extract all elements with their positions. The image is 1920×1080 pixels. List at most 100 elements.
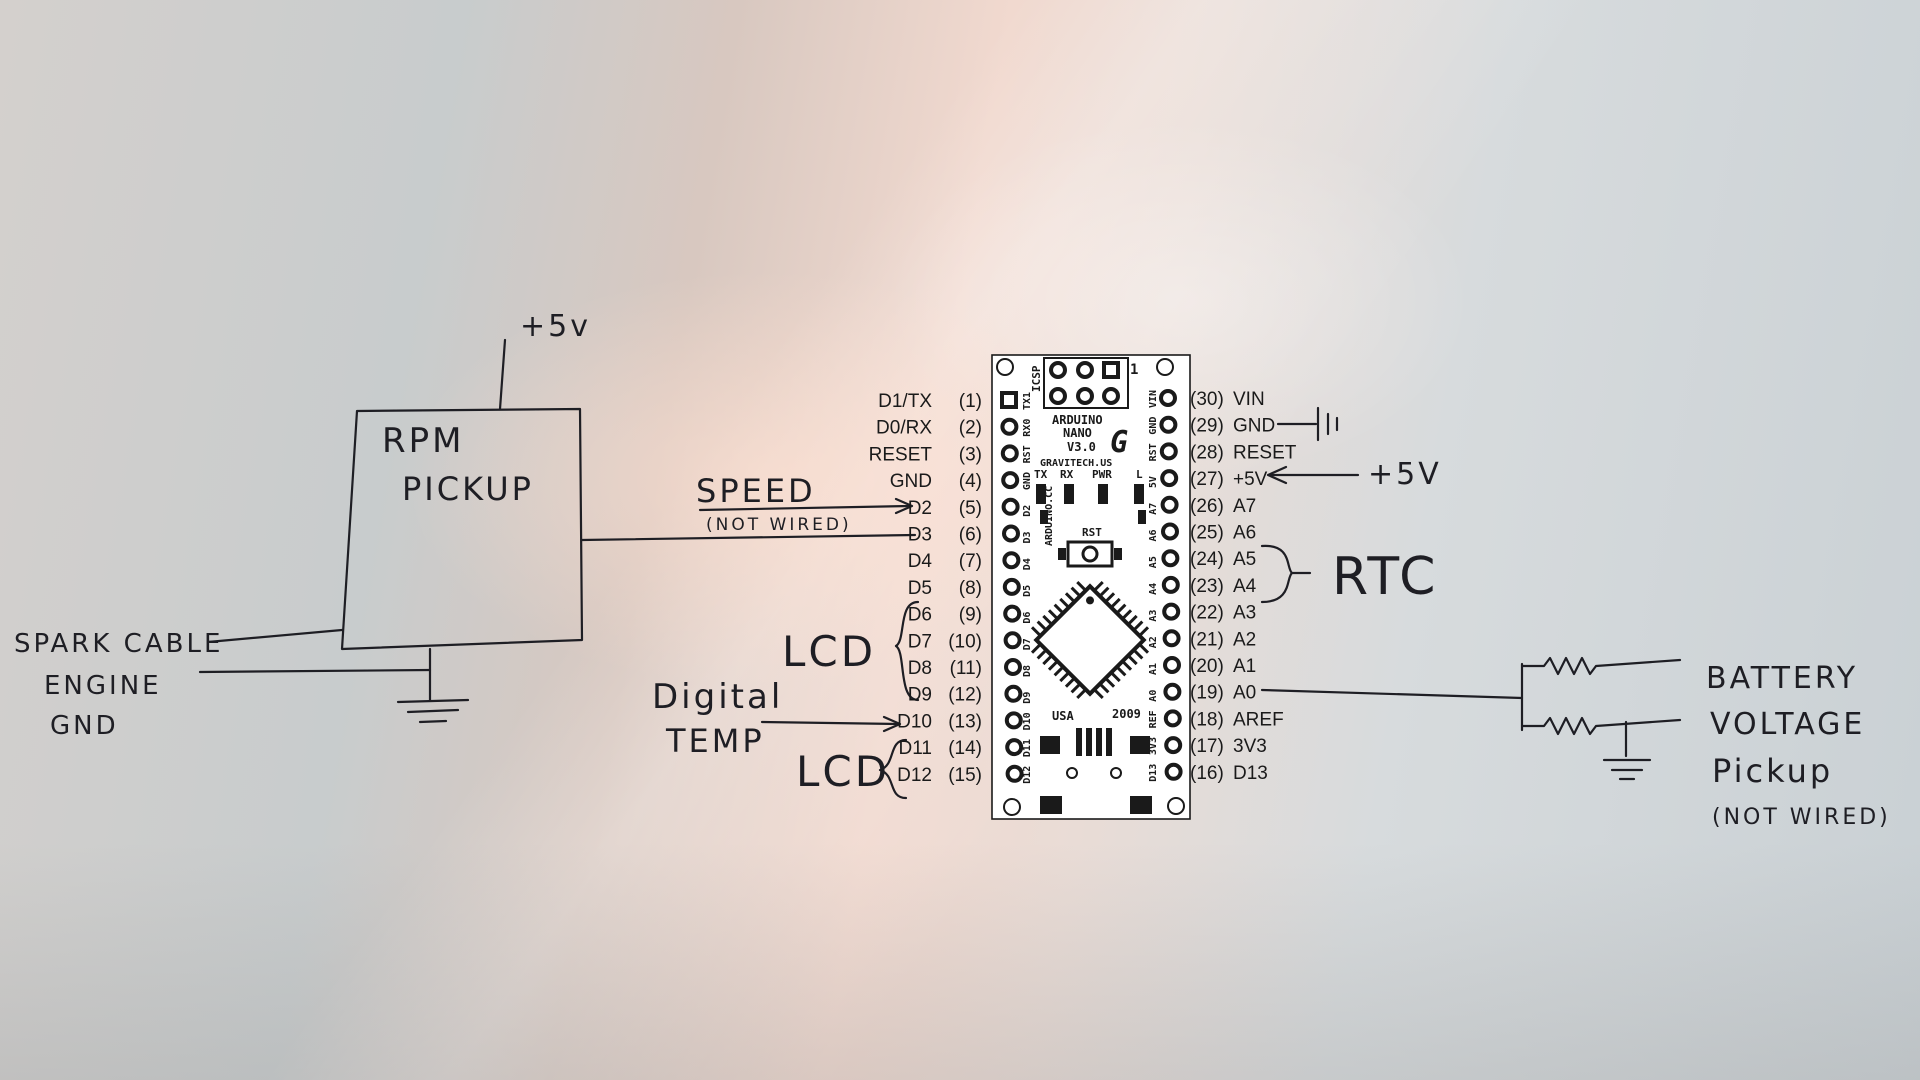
right-pin-name: VIN (1233, 389, 1265, 410)
pin-pad-left-2 (1000, 417, 1019, 436)
pin-pad-right-12 (1163, 682, 1182, 701)
battery-wire-a0 (1260, 688, 1524, 700)
pin-pad-left-7 (1002, 551, 1021, 570)
digital-temp-wire-d10 (760, 720, 900, 726)
gnd-symbol-pin29 (1276, 406, 1339, 442)
left-pin-name: D12 (897, 765, 932, 786)
power-5v-input: +5V (1266, 457, 1442, 492)
left-pin-number: (15) (948, 765, 982, 786)
lcd-group-2-brace (878, 738, 908, 800)
right-silk-label: A2 (1148, 636, 1159, 648)
gnd-label: GND (50, 711, 119, 741)
pin-pad-right-13 (1163, 709, 1182, 728)
left-pin-number: (10) (948, 631, 982, 652)
left-pin-number: (9) (959, 605, 982, 626)
speed-wire-d2 (698, 504, 912, 512)
right-pin-number: (23) (1190, 576, 1224, 597)
right-pin-number: (20) (1190, 656, 1224, 677)
left-pin-number: (2) (959, 418, 982, 439)
right-pin-name: A6 (1233, 523, 1256, 544)
lcd-group-2-label: LCD (796, 747, 890, 796)
pin-pad-left-9 (1003, 604, 1022, 623)
battery-voltage-divider: BATTERY VOLTAGE Pickup (NOT WIRED) (1260, 656, 1888, 830)
resistor-bottom (1520, 716, 1682, 736)
arduino-nano-board: ICSP 1 ARDUINO NANO V3.0 G GRAVITECH.US … (991, 354, 1191, 820)
right-silk-label: A3 (1148, 610, 1159, 622)
rpm-supply-label: +5v (520, 309, 591, 344)
pin-pad-right-4 (1160, 469, 1179, 488)
left-pin-labels: D1/TX(1)D0/RX(2)RESET(3)GND(4)D2(5)D3(6)… (869, 391, 982, 786)
right-pin-number: (21) (1190, 629, 1224, 650)
left-pin-number: (12) (948, 685, 982, 706)
digital-temp-label-line1: Digital (652, 677, 783, 717)
left-silk-label: D4 (1022, 558, 1033, 570)
pin-pad-right-2 (1159, 415, 1178, 434)
right-pin-name: RESET (1233, 442, 1297, 463)
speed-arrow-head (894, 497, 914, 515)
right-pin-name: +5V (1233, 469, 1268, 490)
right-silk-label: VIN (1148, 390, 1159, 408)
left-silk-label: GND (1022, 472, 1033, 490)
left-silk-label: D2 (1022, 505, 1033, 517)
right-pin-number: (30) (1190, 389, 1224, 410)
pin-pad-right-8 (1161, 575, 1180, 594)
battery-ground-symbol (1602, 758, 1652, 781)
rtc-label: RTC (1332, 547, 1438, 607)
pin-pad-right-15 (1164, 762, 1183, 781)
led-pwr-label: PWR (1092, 468, 1112, 481)
rpm-pickup-box (340, 407, 584, 651)
right-pin-name: D13 (1233, 763, 1268, 784)
reset-button[interactable] (1058, 540, 1122, 568)
left-pin-number: (6) (959, 525, 982, 546)
speed-not-wired-note: (NOT WIRED) (706, 515, 852, 535)
right-pin-name: GND (1233, 416, 1275, 437)
left-silk-label: D7 (1022, 638, 1033, 650)
left-pin-number: (1) (959, 391, 982, 412)
power-5v-label: +5V (1368, 457, 1442, 492)
rtc-brace (1260, 544, 1294, 604)
speed-input: SPEED (NOT WIRED) (696, 472, 914, 535)
left-silk-label: D10 (1022, 712, 1033, 730)
left-pin-name: RESET (869, 444, 933, 465)
right-silk-label: D13 (1148, 764, 1159, 782)
pin-pad-left-8 (1002, 577, 1021, 596)
left-pin-name: D0/RX (876, 418, 932, 439)
reset-button-label: RST (1082, 526, 1102, 539)
mcu-chip (1030, 580, 1150, 700)
battery-label-line2: VOLTAGE (1710, 707, 1865, 742)
made-in-label: USA (1052, 709, 1074, 723)
left-pin-number: (7) (959, 551, 982, 572)
left-silk-label: D11 (1022, 739, 1033, 757)
right-pin-number: (19) (1190, 683, 1224, 704)
board-title-line1: ARDUINO (1052, 413, 1103, 427)
power-5v-arrow-head (1266, 465, 1288, 485)
rpm-pickup-title-line2: PICKUP (402, 470, 534, 508)
right-pin-name: A4 (1233, 576, 1257, 597)
pin-pad-right-9 (1162, 602, 1181, 621)
left-silk-label: D9 (1022, 692, 1033, 704)
board-title-line3: V3.0 (1067, 440, 1096, 454)
digital-temp-arrow-head (882, 715, 902, 733)
lcd-group-1-label: LCD (782, 627, 876, 676)
right-pin-name: A2 (1233, 629, 1256, 650)
pin-pad-left-6 (1002, 524, 1020, 543)
right-pin-name: A0 (1233, 683, 1256, 704)
pin-pad-left-10 (1003, 631, 1022, 650)
left-pin-name: D2 (908, 498, 932, 519)
right-pin-number: (25) (1190, 523, 1224, 544)
left-silk-label: TX1 (1022, 392, 1033, 410)
smd-components (1036, 484, 1146, 524)
lcd-group-2: LCD (796, 738, 908, 800)
left-pin-number: (14) (948, 738, 982, 759)
right-silk-label: REF (1148, 710, 1159, 728)
right-pin-number: (17) (1190, 736, 1224, 757)
pin-pad-right-6 (1161, 522, 1179, 541)
spark-cable-label: SPARK CABLE (14, 629, 223, 659)
pin-pad-right-3 (1159, 442, 1178, 461)
right-pin-number: (24) (1190, 549, 1224, 570)
left-silk-label: RX0 (1022, 419, 1033, 437)
rpm-supply-wire (498, 338, 507, 411)
